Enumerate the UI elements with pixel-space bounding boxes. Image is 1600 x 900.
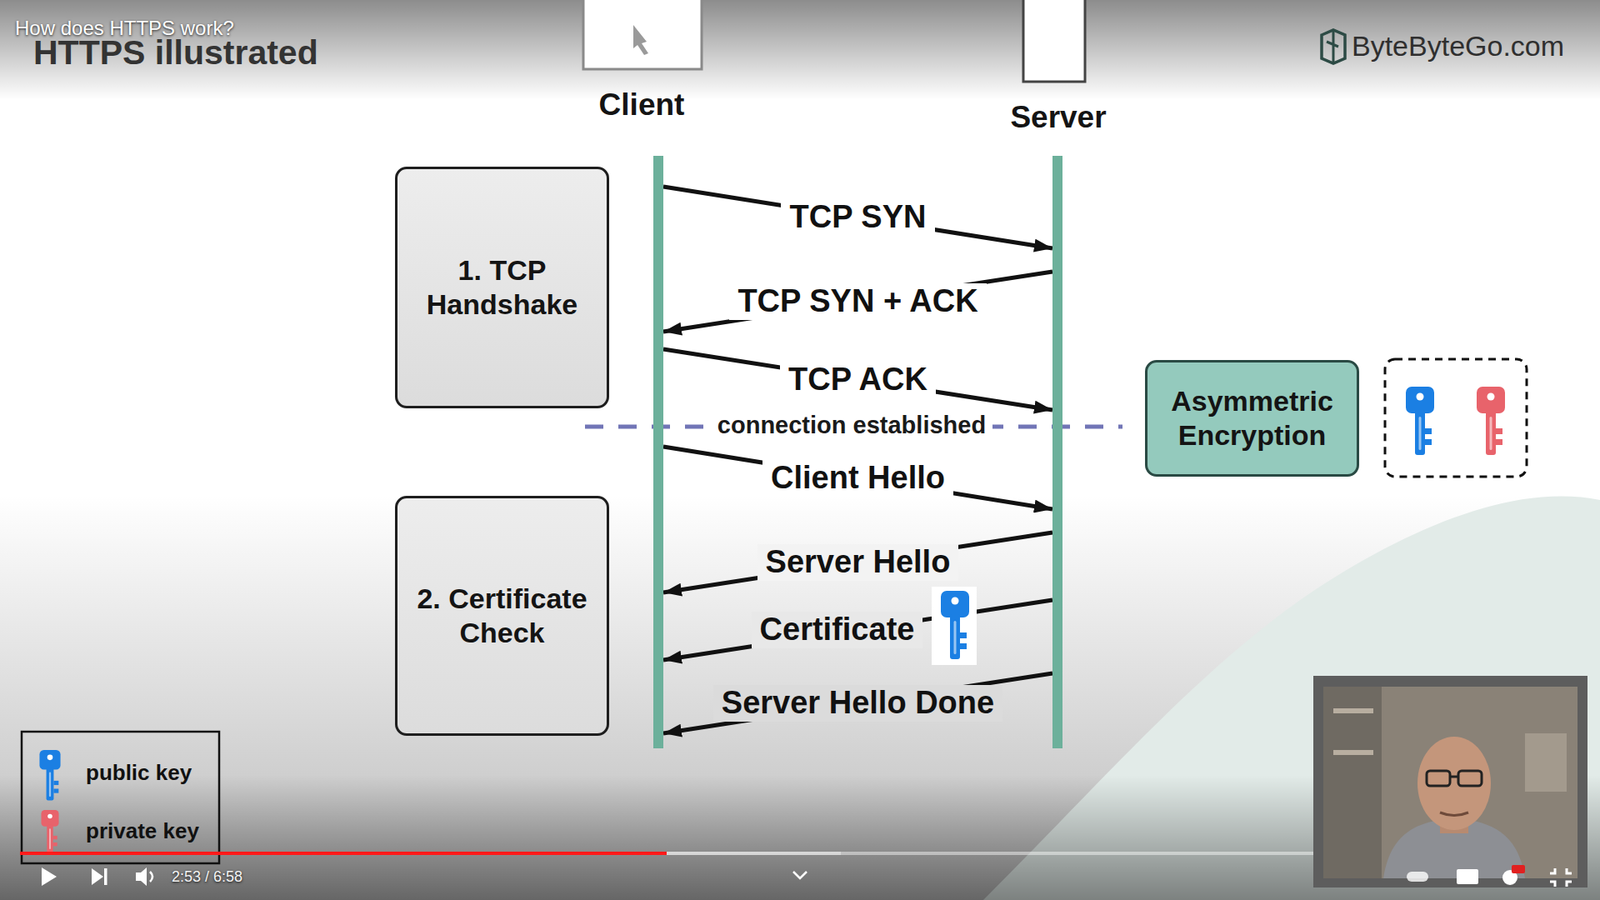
message-arrow bbox=[663, 271, 1053, 332]
box-label: 1. TCP Handshake bbox=[409, 253, 595, 322]
server-icon bbox=[1023, 0, 1085, 82]
participant-name: Server bbox=[1010, 99, 1106, 136]
message-label: TCP SYN + ACK bbox=[729, 283, 986, 320]
lifeline bbox=[1052, 155, 1063, 749]
video-controls bbox=[41, 867, 807, 886]
logo-mark bbox=[1321, 30, 1345, 64]
message-arrow bbox=[663, 186, 1053, 249]
legend-entry: public key bbox=[85, 760, 192, 786]
message-label: Server Hello Done bbox=[713, 685, 1003, 722]
legend-entry: private key bbox=[85, 819, 200, 845]
diagram-title: HTTPS illustrated bbox=[33, 33, 319, 73]
video-title: How does HTTPS work? bbox=[15, 16, 235, 40]
connector-group bbox=[663, 186, 1053, 734]
box-label: 2. Certificate Check bbox=[409, 581, 595, 650]
lifeline-participant: Server bbox=[991, 83, 1125, 750]
message-arrow bbox=[663, 446, 1053, 510]
private-key-icon bbox=[40, 810, 59, 853]
message-arrow bbox=[663, 673, 1053, 734]
lifeline bbox=[653, 155, 664, 749]
private-key-icon bbox=[1476, 386, 1505, 455]
certificate-public-key-icon bbox=[940, 590, 970, 660]
top-shade bbox=[0, 0, 1600, 100]
legend-frame bbox=[21, 731, 220, 864]
client-icon bbox=[583, 0, 702, 70]
divider-label: connection established bbox=[710, 411, 993, 440]
message-label: Server Hello bbox=[757, 544, 960, 581]
message-label: TCP ACK bbox=[780, 361, 936, 399]
icon-patch bbox=[931, 586, 977, 665]
phase-box: Asymmetric Encryption bbox=[1145, 360, 1360, 477]
watermark: ByteByteGo.com bbox=[1351, 30, 1565, 63]
key-pair-box bbox=[1385, 359, 1527, 477]
public-key-icon bbox=[1405, 386, 1435, 455]
phase-box: 1. TCP Handshake bbox=[395, 166, 610, 409]
message-label: Client Hello bbox=[762, 460, 954, 497]
message-label: Certificate bbox=[751, 611, 924, 649]
video-timestamp: 2:53 / 6:58 bbox=[171, 868, 243, 886]
message-label: TCP SYN bbox=[780, 199, 935, 236]
player-settings-icons bbox=[1406, 865, 1572, 887]
phase-box: 2. Certificate Check bbox=[395, 495, 610, 736]
message-arrow bbox=[663, 532, 1053, 593]
message-arrow bbox=[663, 600, 1053, 660]
public-key-icon bbox=[39, 750, 60, 801]
webcam-inset bbox=[1313, 675, 1588, 888]
message-arrow bbox=[663, 349, 1053, 410]
participant-name: Client bbox=[599, 86, 685, 124]
box-label: Asymmetric Encryption bbox=[1159, 384, 1345, 453]
